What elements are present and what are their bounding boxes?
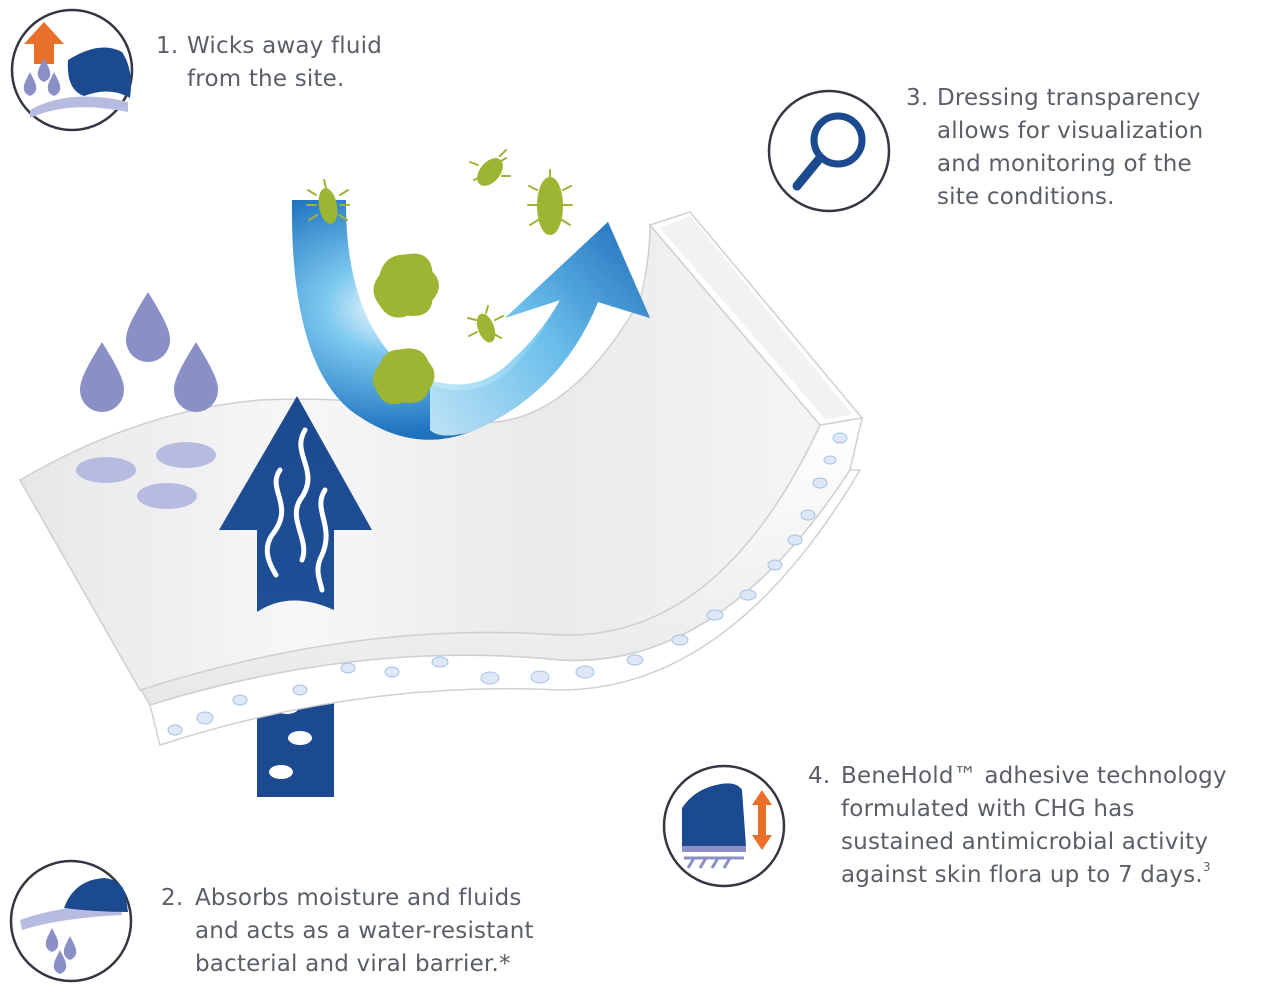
callout-2-line-3: bacterial and viral barrier.* [195, 951, 511, 977]
moisture-barrier-icon [9, 859, 133, 983]
callout-1-line-2: from the site. [187, 66, 345, 92]
callout-3-number: 3. [906, 85, 929, 111]
callout-2-number: 2. [161, 885, 184, 911]
callout-2-line-2: and acts as a water-resistant [195, 918, 534, 944]
dressing-sheet [18, 211, 864, 746]
callout-2: 2. Absorbs moisture and fluids and acts … [161, 882, 534, 981]
callout-3-line-2: allows for visualization [937, 118, 1204, 144]
callout-3-line-3: and monitoring of the [937, 151, 1192, 177]
callout-4-line-3: sustained antimicrobial activity [841, 829, 1209, 855]
callout-1-number: 1. [156, 33, 179, 59]
water-drops [80, 292, 218, 412]
callout-4: 4. BeneHold™ adhesive technology formula… [808, 760, 1227, 892]
callout-2-line-1: Absorbs moisture and fluids [195, 885, 522, 911]
callout-1: 1. Wicks away fluid from the site. [156, 30, 382, 96]
callout-4-line-4: against skin flora up to 7 days.3 [841, 859, 1227, 892]
callout-4-number: 4. [808, 763, 831, 789]
callout-3-line-4: site conditions. [937, 184, 1115, 210]
callout-4-line-4-text: against skin flora up to 7 days. [841, 862, 1203, 888]
absorb-arrow [219, 396, 372, 612]
fluid-wick-icon [10, 8, 134, 132]
callout-1-line-1: Wicks away fluid [187, 33, 383, 59]
callout-4-line-2: formulated with CHG has [841, 796, 1135, 822]
callout-4-line-1: BeneHold™ adhesive technology [841, 763, 1227, 789]
citation-superscript: 3 [1202, 860, 1211, 875]
magnifier-icon [767, 89, 891, 213]
adhesive-icon [662, 764, 786, 888]
callout-3-line-1: Dressing transparency [937, 85, 1201, 111]
microbes [306, 149, 573, 405]
callout-3: 3. Dressing transparency allows for visu… [906, 82, 1203, 214]
